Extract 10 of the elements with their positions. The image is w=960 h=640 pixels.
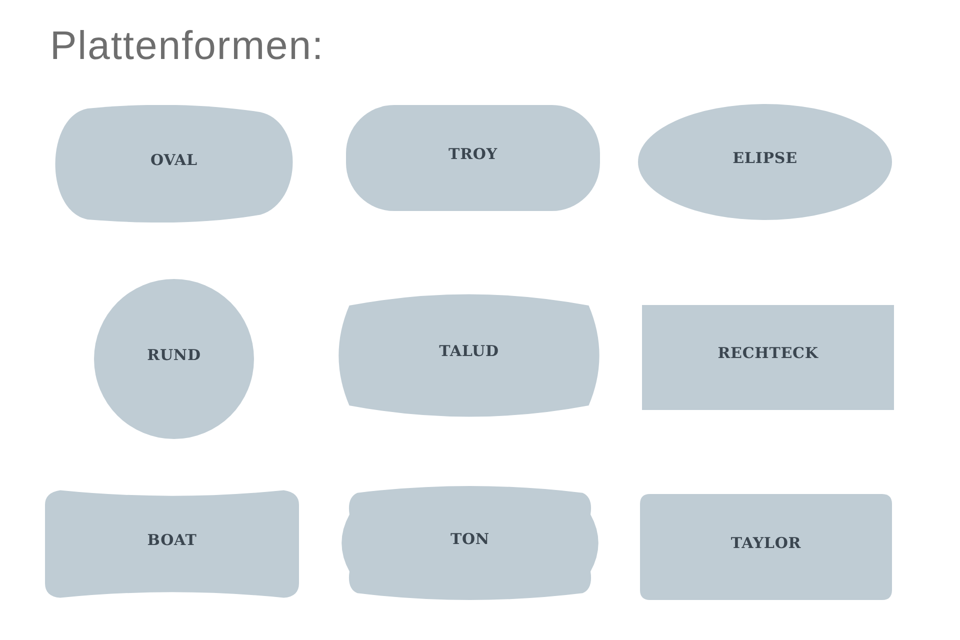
shape-label: TALUD [439, 341, 499, 362]
shape-label: TON [450, 528, 490, 550]
shape-label: TAYLOR [730, 532, 802, 554]
shape-label: RUND [147, 344, 201, 366]
shape-label: TROY [448, 144, 498, 165]
title: Plattenformen: [50, 23, 324, 70]
shape-label: RECHTECK [718, 343, 818, 364]
shape-label: ELIPSE [732, 148, 798, 169]
shape-label: BOAT [147, 530, 197, 551]
shape-label: OVAL [150, 150, 198, 171]
